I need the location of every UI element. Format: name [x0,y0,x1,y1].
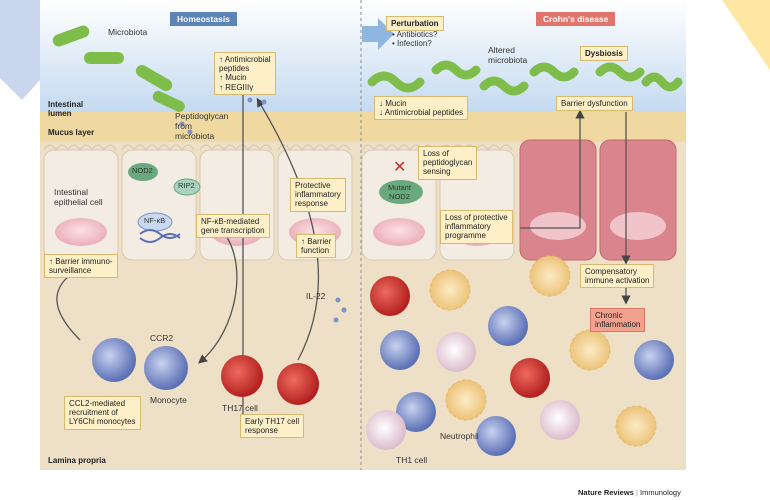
block-icon: ✕ [393,157,406,176]
nfkb-transcription-box: NF-κB-mediated gene transcription [196,214,270,239]
barrier-immunosurveillance-box: ↑ Barrier immuno- surveillance [44,254,118,279]
monocyte-cell-2 [92,338,136,382]
perturbation-items: • Antibiotics? • Infection? [392,30,438,49]
lumen-region-label: Intestinal lumen [48,100,84,118]
homeostasis-title: Homeostasis [170,12,237,26]
microbiota-label: Microbiota [108,27,148,37]
credit-line: Nature Reviews | Immunology [578,488,681,497]
credit-journal: Nature Reviews [578,488,634,497]
nfkb-label: NF-κB [144,216,166,225]
th17-cell-shape [221,355,263,397]
mucus-region-label: Mucus layer [48,128,95,137]
crohns-immune-cells [366,255,674,456]
bacteria-crohns [367,60,683,96]
mutant-nod2-label: Mutant NOD2 [388,183,411,201]
protective-response-box: Protective inflammatory response [290,178,346,212]
th17-cell-shape-2 [277,363,319,405]
lamina-region-label: Lamina propria [48,456,106,465]
credit-separator: | [635,488,638,497]
loss-peptidoglycan-box: Loss of peptidoglycan sensing [418,146,478,180]
nod2-label: NOD2 [132,166,153,175]
dna-helix [139,229,181,243]
epithelial-label: Intestinal epithelial cell [54,187,103,207]
pathway-arrows [56,59,631,420]
crohns-title: Crohn’s disease [536,12,616,26]
neutrophil-label: Neutrophil [440,431,479,441]
rip2-shape [173,178,201,196]
right-decoration [722,0,770,70]
peptidoglycan-label: Peptidoglycan from microbiota [175,111,229,141]
nod2-shape [128,163,158,181]
th1-label: TH1 cell [396,455,428,465]
mucin-down-box: ↓ Mucin ↓ Antimicrobial peptides [374,96,469,121]
secreted-factors [179,89,347,323]
il22-label: IL-22 [306,291,326,301]
perturbation-title: Perturbation [386,16,444,32]
th17-label: TH17 cell [222,403,258,413]
compensatory-box: Compensatory immune activation [580,264,655,289]
loss-protective-box: Loss of protective inflammatory programm… [440,210,513,244]
barrier-function-box: ↑ Barrier function [296,234,337,259]
mutant-nod2-shape [379,180,423,204]
chronic-inflammation-box: Chronic inflammation [590,308,646,333]
rip2-label: RIP2 [178,181,195,190]
left-decoration [0,0,40,100]
early-th17-box: Early TH17 cell response [240,414,305,439]
monocyte-cell [144,346,188,390]
mucus-background [40,112,686,142]
ccl2-recruitment-box: CCL2-mediated recruitment of LY6Chi mono… [64,396,141,430]
ccr2-label: CCR2 [150,333,174,343]
bacteria-homeostasis [52,25,185,112]
credit-section: Immunology [640,488,681,497]
altered-microbiota-label: Altered microbiota [488,45,528,65]
barrier-dysfunction-box: Barrier dysfunction [556,96,633,112]
monocyte-label: Monocyte [150,395,187,405]
antimicrobial-box: ↑ Antimicrobial peptides ↑ Mucin ↑ REGII… [214,52,276,95]
dysbiosis-title: Dysbiosis [580,46,628,62]
